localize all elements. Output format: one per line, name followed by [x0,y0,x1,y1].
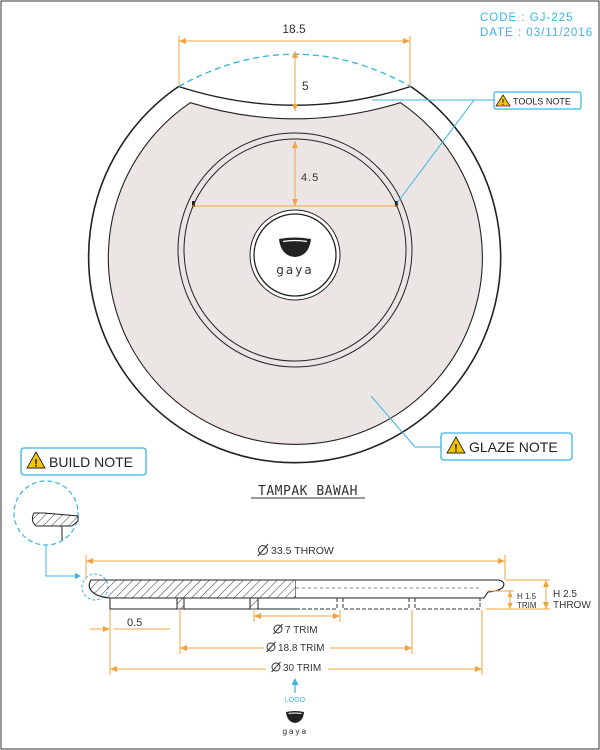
dimension-height: 5 [292,51,309,111]
dim-h-trim-line1: H 1.5 [517,592,537,601]
svg-text:!: ! [34,458,38,470]
glaze-note-label: GLAZE NOTE [469,439,558,455]
top-view: gaya 18.5 5 4.5 [87,22,582,499]
foot-left-c [257,598,296,610]
warning-icon: ! [26,451,46,470]
dim-width-value: 18.5 [282,22,306,36]
code-label: CODE : GJ-225 [480,12,574,24]
diameter-symbol-icon [271,661,281,673]
dimension-trim-18: 18.8 TRIM [179,610,413,654]
dim-trim-18-value: 18.8 TRIM [278,643,325,654]
logo-pointer: LOGO [285,678,306,704]
diameter-symbol-icon [273,623,283,635]
detail-circle [13,480,79,546]
foot-right-dashed [296,598,481,610]
tools-note-tag[interactable]: ! TOOLS NOTE [493,91,582,110]
svg-text:!: ! [502,98,505,107]
dimension-throw-diameter: 33.5 THROW [85,543,506,580]
warning-icon: ! [495,94,511,107]
svg-text:!: ! [454,443,458,455]
bowl-logo-icon [286,711,304,723]
foot-left-b [183,598,251,610]
glaze-note-leader [370,395,441,448]
bowl-logo-icon [279,237,311,257]
profile-section-outline [296,579,505,599]
diameter-symbol-icon [266,641,276,653]
dim-inner-value: 4.5 [301,172,319,184]
diameter-symbol-icon [257,543,269,557]
foot-left-a [109,598,178,610]
dimension-trim-30: 30 TRIM [110,610,483,675]
foot-ring-outer [177,132,413,368]
dim-throw-dia-value: 33.5 THROW [271,545,334,557]
dim-trim-30-value: 30 TRIM [283,663,321,674]
view-title: TAMPAK BAWAH [258,484,358,499]
logo-pointer-label: LOGO [285,697,306,704]
dim-height-value: 5 [302,79,309,93]
logo-brand-text: gaya [276,263,313,277]
build-note-label: BUILD NOTE [49,454,133,470]
dimension-width: 18.5 [178,22,411,86]
dim-h-throw-line2: THROW [553,600,591,611]
dimension-height-trim: H 1.5 TRIM [488,590,537,610]
side-logo-brand: gaya [282,727,308,736]
dimension-inner: 4.5 [192,141,398,207]
tools-note-label: TOOLS NOTE [513,97,571,107]
dim-trim-7-value: 7 TRIM [285,625,318,636]
foot-rib-1 [176,597,185,610]
build-note-leader [45,545,81,579]
tools-note-leader [372,99,494,204]
foot-rib-2 [249,597,259,610]
dim-lip-value: 0.5 [127,617,142,629]
dim-h-throw-line1: H 2.5 [553,589,577,600]
profile-section-hatched [88,579,297,599]
side-view: ! BUILD NOTE [13,447,591,736]
date-label: DATE : 03/11/2016 [480,27,593,39]
glaze-note-tag[interactable]: ! GLAZE NOTE [440,432,573,461]
ring-mark-left [192,201,195,207]
dimension-height-throw: H 2.5 THROW [486,579,591,611]
dimension-lip: 0.5 [90,610,170,675]
warning-icon: ! [446,436,466,455]
foot-ring-inner [183,138,407,362]
build-note-tag[interactable]: ! BUILD NOTE [20,447,147,476]
ring-mark-right [395,201,398,207]
dimension-trim-7: 7 TRIM [253,610,341,636]
dim-h-trim-line2: TRIM [517,601,537,610]
